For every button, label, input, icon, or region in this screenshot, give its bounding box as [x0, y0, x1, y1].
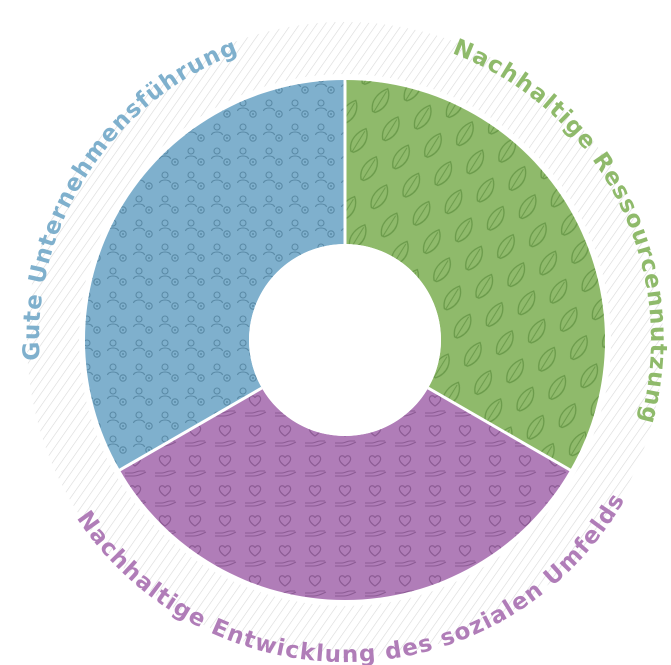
- leaf-icon: [345, 80, 605, 470]
- segment-fuehrung: [85, 80, 346, 470]
- segment-ressourcen: [345, 80, 605, 470]
- segment-divider: [427, 386, 572, 472]
- heart-hand-icon: [119, 388, 571, 600]
- segment-umfeld: [119, 388, 571, 600]
- center-hole: [249, 244, 441, 436]
- people-gear-icon: [85, 80, 346, 470]
- segment-divider: [118, 386, 263, 472]
